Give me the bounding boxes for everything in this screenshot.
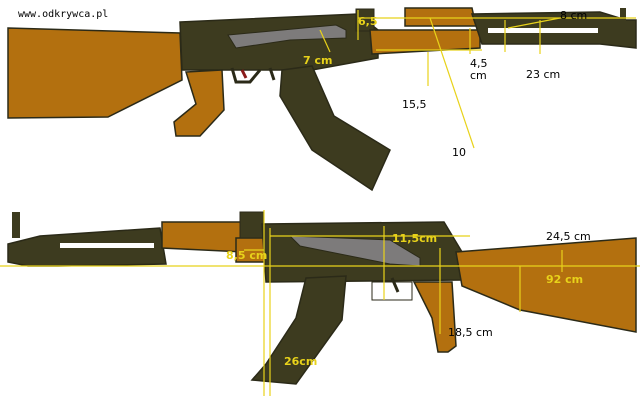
top-trigger-guard [230,67,262,84]
top-rear-sight [355,8,375,32]
watermark: www.odkrywca.pl [18,9,109,20]
label-receiver-cover: 7 cm [303,54,333,67]
label-magazine: 26cm [284,355,318,368]
bottom-front-sight [12,212,20,238]
label-magazine-width: 15,5 [402,98,427,111]
top-barrel-slot [488,28,598,33]
bottom-rifle [0,210,640,396]
top-front-sight [620,8,626,22]
label-muzzle-height: 8 cm [560,9,588,22]
bottom-rear-sight [239,211,265,239]
label-receiver: 11,5cm [392,232,438,245]
top-magazine [279,65,391,192]
label-stock-height: 24,5 cm [546,230,591,243]
bottom-pistol-grip [412,281,457,353]
top-stock [7,27,183,119]
bottom-handguard [161,221,245,253]
top-trigger [240,69,248,79]
label-stock-length: 92 cm [546,273,584,286]
label-front-section: 23 cm [526,68,561,81]
bottom-magazine [250,275,347,385]
top-handguard [369,29,481,55]
label-handguard-height: 4,5 cm [470,57,488,82]
bottom-trigger-guard [371,281,413,301]
label-handguard: 8,5 cm [226,249,268,262]
label-sight-height: 6,5 [358,15,378,28]
top-measurement-lines [319,10,636,149]
top-upper-handguard [404,7,477,27]
top-pistol-grip [173,69,225,137]
top-hammer [268,67,276,81]
bottom-trigger [390,277,400,293]
top-receiver-cover [227,24,347,49]
bottom-measurement-lines [0,210,640,396]
top-rifle [7,7,637,192]
label-grip: 18,5 cm [448,326,493,339]
bottom-barrel-slot [60,243,154,248]
label-diagonal: 10 [452,146,466,159]
bottom-stock [455,237,637,333]
